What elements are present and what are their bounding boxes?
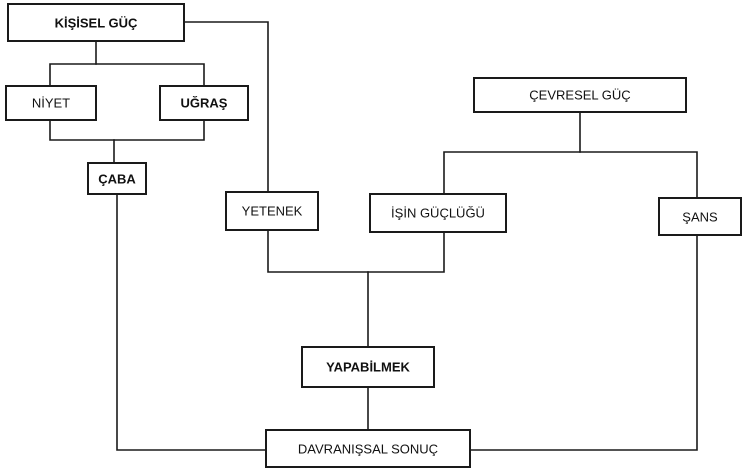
node-cevresel-guc-label: ÇEVRESEL GÜÇ <box>529 88 630 103</box>
connector-kisisel-to-yetenek <box>183 21 269 193</box>
node-isin-guclugu: İŞİN GÜÇLÜĞÜ <box>369 193 507 233</box>
node-sans: ŞANS <box>658 197 742 236</box>
node-davranissal-sonuc: DAVRANIŞSAL SONUÇ <box>265 429 471 468</box>
node-kisisel-guc: KİŞİSEL GÜÇ <box>7 3 185 42</box>
node-yapabilmek-label: YAPABİLMEK <box>326 360 410 375</box>
connector-lines <box>49 21 698 451</box>
node-yapabilmek: YAPABİLMEK <box>301 346 435 388</box>
node-isin-guclugu-label: İŞİN GÜÇLÜĞÜ <box>391 206 485 221</box>
node-sans-label: ŞANS <box>682 210 718 225</box>
connector-sans-to-sonuc <box>469 234 698 451</box>
connector-caba-to-sonuc <box>116 193 267 451</box>
node-yetenek: YETENEK <box>225 191 319 231</box>
node-ugras: UĞRAŞ <box>159 85 249 121</box>
node-cevresel-guc: ÇEVRESEL GÜÇ <box>473 77 687 113</box>
connector-yetenek-isin-join <box>267 229 445 273</box>
connector-bracket-top <box>49 63 205 87</box>
node-kisisel-guc-label: KİŞİSEL GÜÇ <box>55 16 138 31</box>
node-ugras-label: UĞRAŞ <box>181 96 228 111</box>
node-caba: ÇABA <box>87 162 147 195</box>
node-yetenek-label: YETENEK <box>242 204 303 219</box>
node-niyet-label: NİYET <box>32 96 70 111</box>
connector-bracket-bottom <box>49 119 205 141</box>
node-niyet: NİYET <box>5 85 97 121</box>
connector-cevresel-bracket <box>443 151 698 199</box>
node-davranissal-sonuc-label: DAVRANIŞSAL SONUÇ <box>298 442 438 457</box>
node-caba-label: ÇABA <box>98 172 136 187</box>
